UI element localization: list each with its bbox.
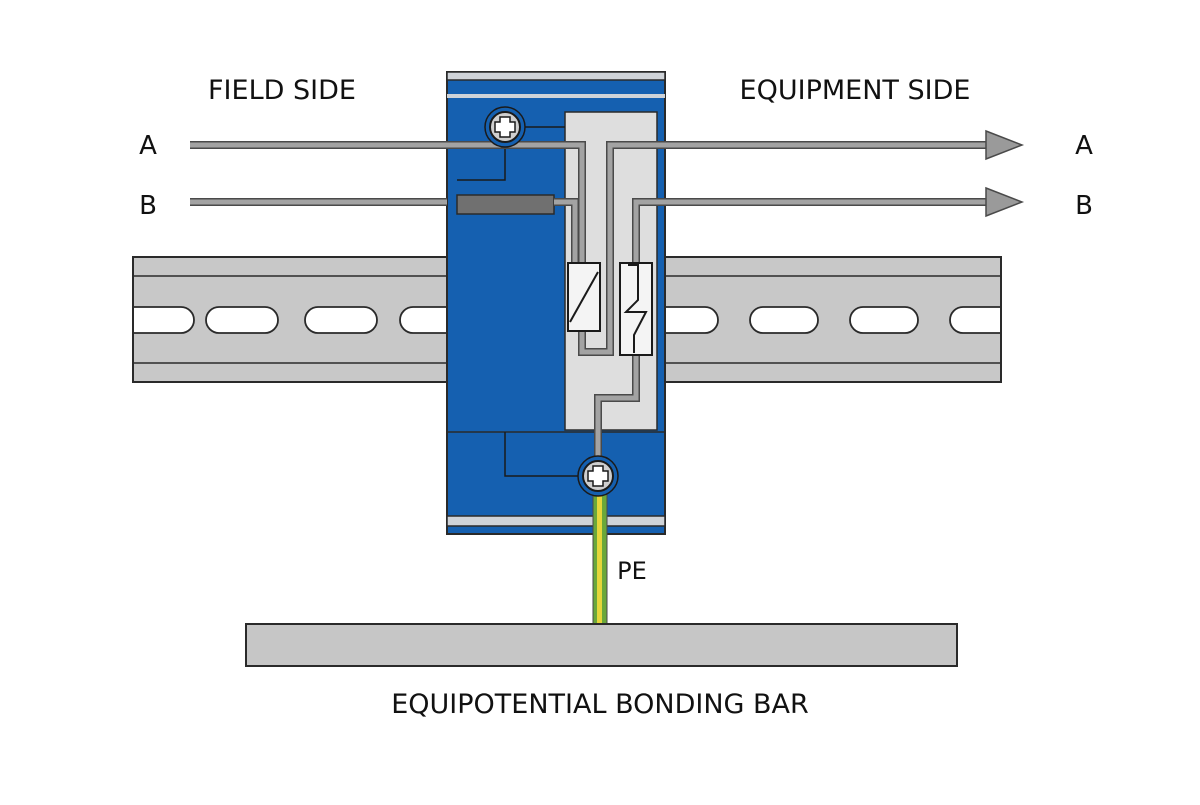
internal-wire bbox=[457, 143, 506, 181]
equipment-line-a-label: A bbox=[1075, 131, 1093, 161]
din-rail-slot bbox=[749, 306, 819, 334]
module-top-strip bbox=[446, 71, 666, 81]
arrow-a-equipment-icon bbox=[985, 129, 1025, 161]
pe-label: PE bbox=[617, 557, 647, 585]
arrow-b-equipment-icon bbox=[985, 186, 1025, 218]
module-slot-bar bbox=[456, 194, 555, 215]
pe-wire-yellow bbox=[597, 490, 602, 624]
module-bottom-strip bbox=[446, 515, 666, 527]
field-line-b-label: B bbox=[139, 191, 157, 221]
field-line-a-label: A bbox=[139, 131, 157, 161]
equipment-line-b-label: B bbox=[1075, 191, 1093, 221]
module-top-strip-inner bbox=[447, 94, 665, 98]
pe-wire bbox=[592, 489, 608, 625]
din-rail-mask-right bbox=[1002, 300, 1032, 340]
screw-terminal-icon bbox=[577, 455, 619, 497]
wire-b-equipment bbox=[633, 199, 988, 265]
wire-ground bbox=[595, 355, 639, 470]
internal-wire bbox=[504, 432, 582, 477]
equipment-side-label: EQUIPMENT SIDE bbox=[740, 75, 971, 106]
field-side-label: FIELD SIDE bbox=[208, 75, 356, 106]
din-rail-slot bbox=[205, 306, 279, 334]
equipotential-bonding-bar bbox=[245, 623, 958, 667]
din-rail-mask-left bbox=[100, 300, 133, 340]
screw-terminal-icon bbox=[484, 106, 526, 148]
surge-arrester-icon bbox=[567, 262, 601, 332]
wire-a-equipment bbox=[505, 142, 988, 355]
wire-b-internal bbox=[554, 199, 578, 272]
din-rail-slot bbox=[849, 306, 919, 334]
bonding-bar-label: EQUIPOTENTIAL BONDING BAR bbox=[391, 689, 809, 720]
tvs-diode-icon bbox=[619, 262, 653, 356]
wire-b-equipment-outline bbox=[632, 198, 988, 265]
din-rail-slot bbox=[304, 306, 378, 334]
